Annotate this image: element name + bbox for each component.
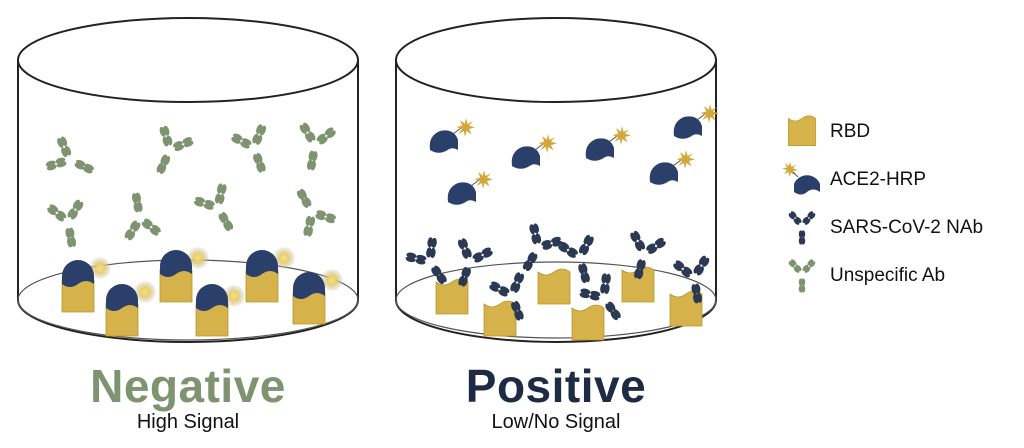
legend-label: SARS-CoV-2 NAb bbox=[830, 217, 984, 238]
positive-title: Positive bbox=[465, 360, 647, 412]
legend-label: ACE2-HRP bbox=[830, 169, 927, 190]
negative-title: Negative bbox=[90, 360, 286, 412]
legend-label: Unspecific Ab bbox=[830, 265, 946, 286]
negative-subtitle: High Signal bbox=[136, 411, 240, 433]
rbd-icon bbox=[788, 115, 816, 146]
legend-item-unspecific: Unspecific Ab bbox=[780, 252, 1020, 300]
ace2-hrp-icon bbox=[782, 162, 820, 195]
rbd-icon bbox=[571, 304, 605, 341]
legend-label: RBD bbox=[830, 121, 871, 142]
bound-complex-group bbox=[61, 247, 343, 337]
positive-caption: Positive Low/No Signal bbox=[416, 362, 696, 434]
negative-caption: Negative High Signal bbox=[38, 362, 338, 434]
positive-subtitle: Low/No Signal bbox=[491, 411, 621, 433]
legend-item-nab: SARS-CoV-2 NAb bbox=[780, 204, 1020, 252]
legend-item-ace2-hrp: ACE2-HRP bbox=[780, 156, 1020, 204]
rbd-icon bbox=[537, 268, 571, 305]
unspecific-antibody-icon bbox=[787, 258, 817, 293]
legend-item-rbd: RBD bbox=[780, 108, 1020, 156]
legend: RBD ACE2-HRP SARS-CoV-2 NAb Unspecific A… bbox=[780, 108, 1020, 300]
nab-antibody-icon bbox=[787, 210, 817, 245]
